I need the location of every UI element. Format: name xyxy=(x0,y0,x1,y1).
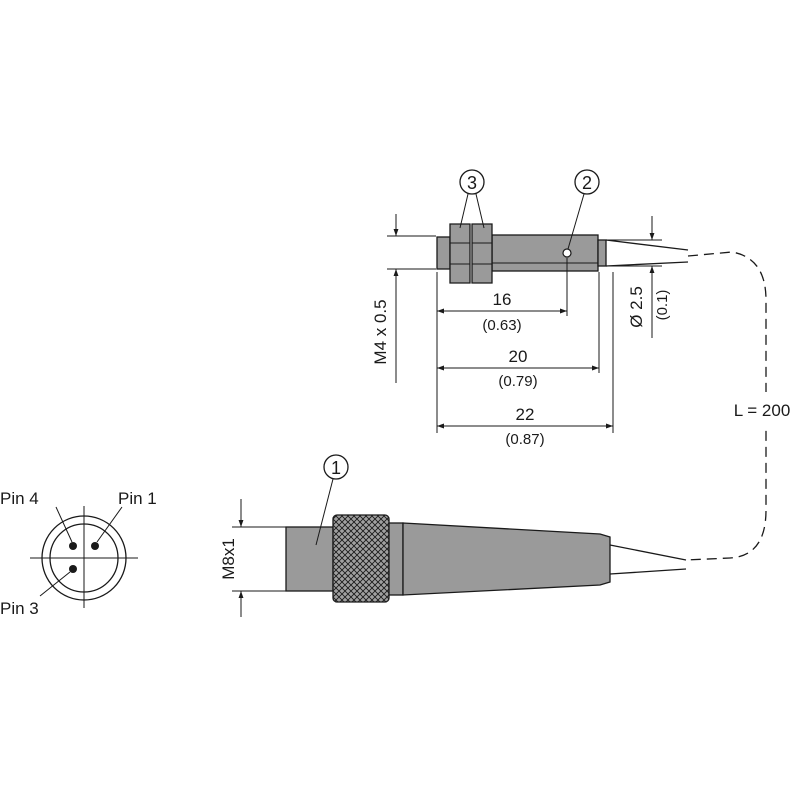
pin-3-dot xyxy=(69,565,77,573)
connector-body xyxy=(285,514,687,603)
cable-length-indicator: L = 200 xyxy=(685,251,800,561)
svg-text:22: 22 xyxy=(516,405,535,424)
svg-text:1: 1 xyxy=(331,458,341,478)
svg-text:16: 16 xyxy=(493,290,512,309)
sensor-cable-bottom xyxy=(605,261,689,267)
pin-4-label: Pin 4 xyxy=(0,489,39,508)
dim-thread-sensor: M4 x 0.5 xyxy=(371,214,436,383)
pin-1-dot xyxy=(91,542,99,550)
connector-ring xyxy=(388,522,404,596)
sensor-body xyxy=(436,223,689,284)
dim-cable-diameter: Ø 2.5 (0.1) xyxy=(607,216,671,338)
callout-3: 3 xyxy=(459,169,485,229)
svg-text:M8x1: M8x1 xyxy=(219,538,238,580)
svg-text:(0.79): (0.79) xyxy=(498,373,537,390)
pin-4-dot xyxy=(69,542,77,550)
led-indicator xyxy=(562,248,572,258)
pin-layout: Pin 4 Pin 1 Pin 3 xyxy=(0,489,157,618)
svg-text:M4 x 0.5: M4 x 0.5 xyxy=(371,299,390,364)
svg-text:(0.1): (0.1) xyxy=(654,290,671,321)
callout-2: 2 xyxy=(567,169,600,250)
sensor-nut-left xyxy=(449,223,471,284)
svg-text:Ø 2.5: Ø 2.5 xyxy=(627,286,646,328)
svg-text:20: 20 xyxy=(509,347,528,366)
svg-text:(0.63): (0.63) xyxy=(482,317,521,334)
connector-knurled-nut xyxy=(332,514,390,603)
dim-thread-connector: M8x1 xyxy=(219,499,286,617)
svg-text:L = 200: L = 200 xyxy=(734,401,791,420)
sensor-tip xyxy=(436,236,451,270)
dim-16: 16 (0.63) xyxy=(437,290,567,334)
pin-3-label: Pin 3 xyxy=(0,599,39,618)
dim-20: 20 (0.79) xyxy=(437,347,599,390)
connector-housing xyxy=(402,522,611,596)
connector-thread xyxy=(285,526,334,592)
sensor-cylinder xyxy=(491,234,599,272)
sensor-nut-right xyxy=(471,223,493,284)
svg-text:3: 3 xyxy=(467,173,477,193)
callout-1: 1 xyxy=(315,454,349,546)
svg-text:(0.87): (0.87) xyxy=(505,431,544,448)
dim-22: 22 (0.87) xyxy=(437,405,613,448)
sensor-cable-top xyxy=(605,239,689,251)
svg-text:2: 2 xyxy=(582,173,592,193)
pin-1-label: Pin 1 xyxy=(118,489,157,508)
